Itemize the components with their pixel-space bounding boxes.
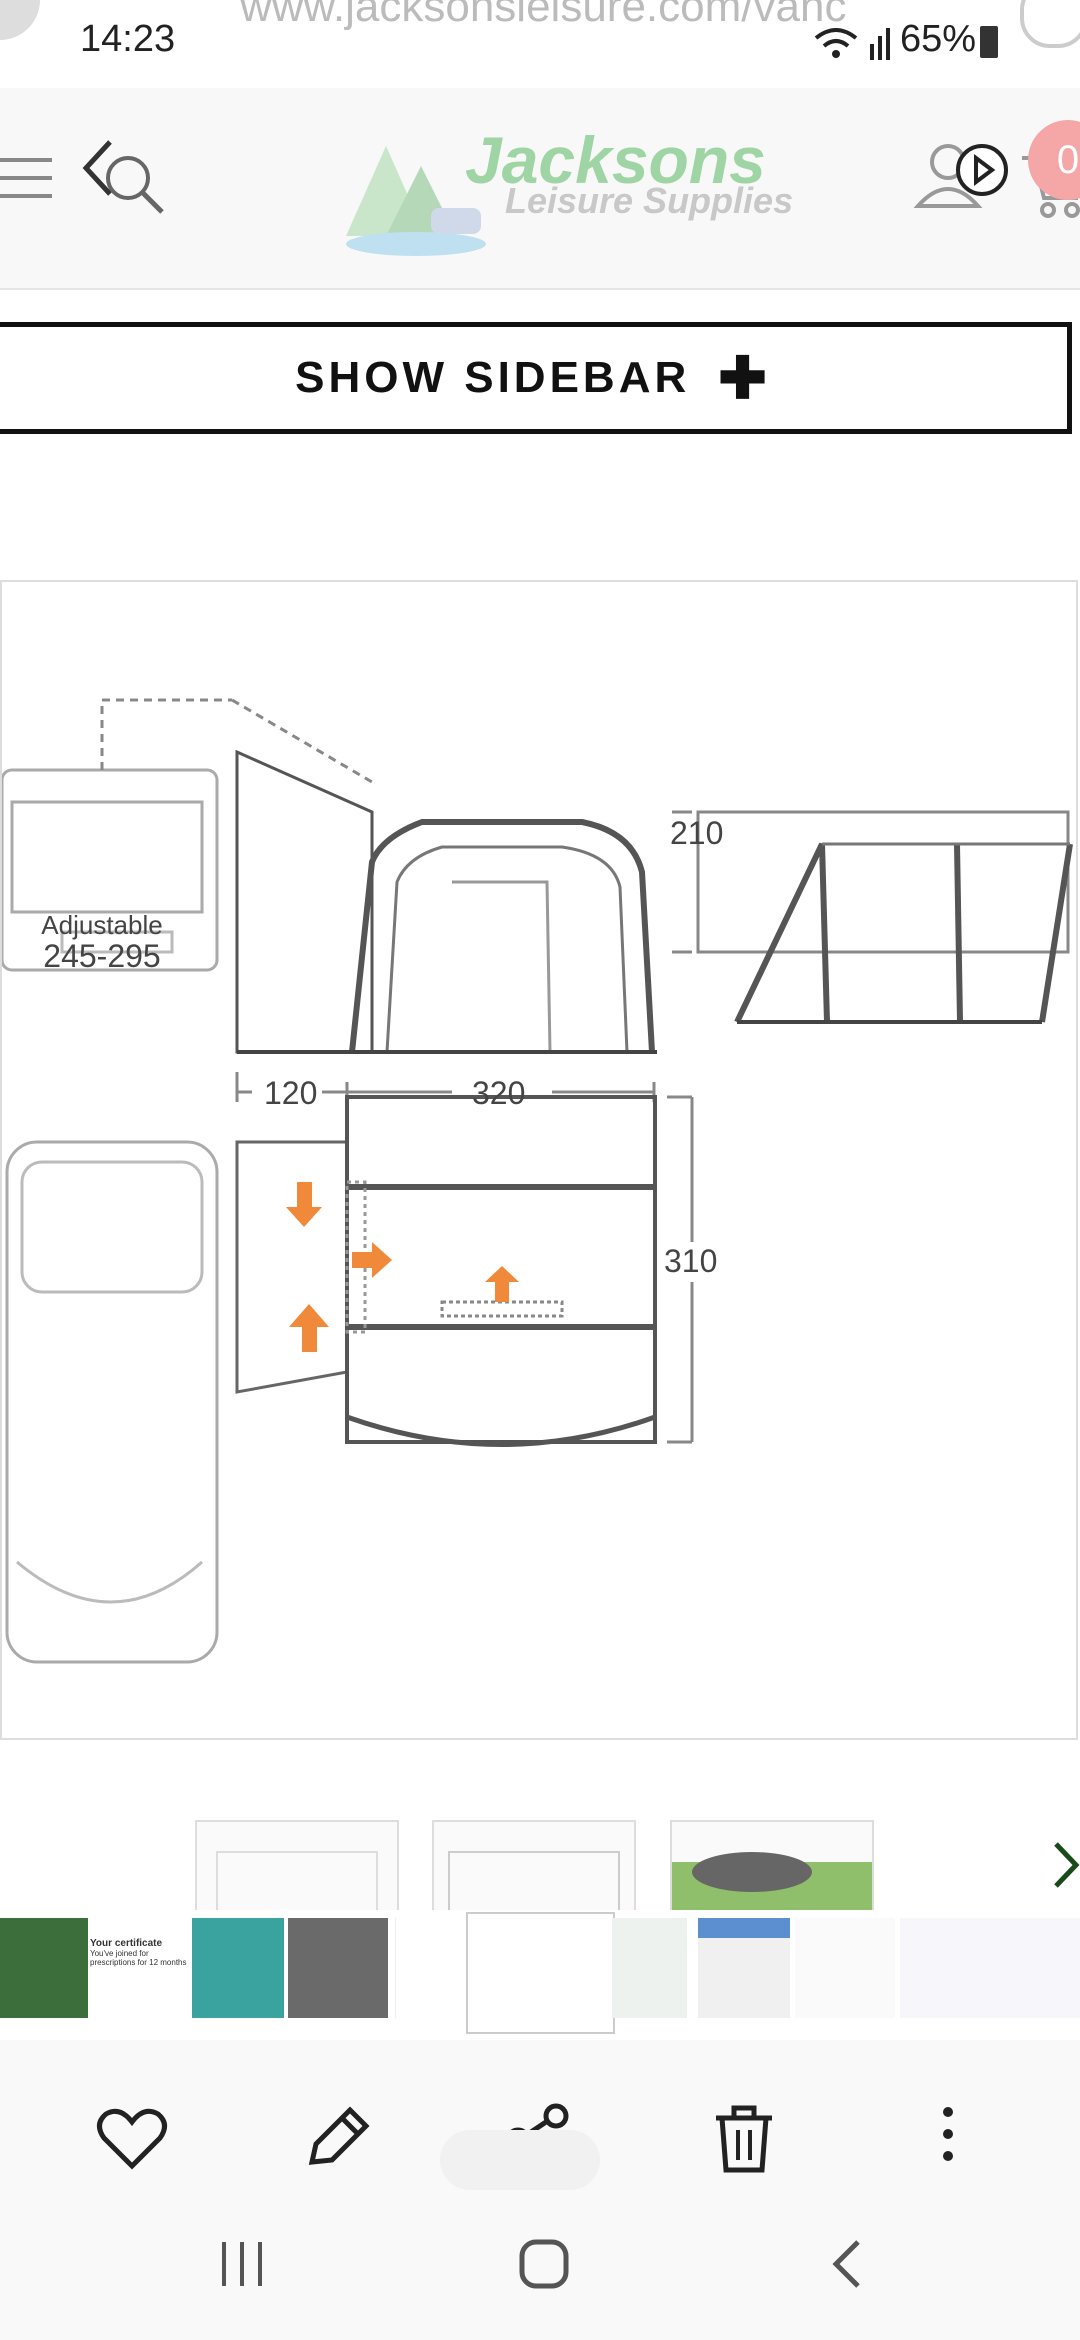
play-overlay-icon[interactable] [952, 140, 1012, 200]
pencil-icon[interactable] [296, 2100, 376, 2180]
menu-icon[interactable] [0, 154, 60, 204]
brand-name[interactable]: Jacksons [465, 123, 766, 197]
status-bar: 14:23 www.jacksonsleisure.com/vanc 65% [0, 0, 1080, 88]
site-header: Jacksons Leisure Supplies 0 [0, 88, 1080, 290]
gallery-item-text: You've joined for prescriptions for 12 m… [90, 1949, 187, 1967]
address-bar-url[interactable]: www.jacksonsleisure.com/vanc [240, 0, 847, 31]
gallery-item-selected[interactable] [466, 1912, 615, 2034]
thumbnail-next-icon[interactable] [1050, 1840, 1080, 1890]
search-icon[interactable] [100, 150, 170, 220]
product-thumbnail[interactable] [432, 1820, 636, 1914]
page-indicator-pill [440, 2130, 600, 2190]
product-image[interactable]: Adjustable 245-295 210 120 320 310 [0, 580, 1078, 1740]
gallery-item[interactable] [192, 1918, 284, 2018]
back-icon[interactable] [828, 2238, 868, 2292]
more-icon[interactable] [910, 2100, 990, 2180]
gallery-strip: Your certificate You've joined for presc… [0, 1910, 1080, 2040]
airflow-arrows [286, 1182, 519, 1352]
gallery-item[interactable] [900, 1918, 1080, 2018]
cart-count-badge[interactable]: 0 [1028, 120, 1080, 200]
trash-icon[interactable] [704, 2100, 784, 2180]
gallery-item-heading: Your certificate [90, 1938, 163, 1949]
gallery-item[interactable] [288, 1918, 388, 2018]
tab-indicator [0, 0, 40, 40]
gallery-item[interactable] [0, 1918, 88, 2018]
show-sidebar-label: SHOW SIDEBAR [295, 353, 691, 402]
wifi-signal-icon [814, 28, 890, 60]
battery-percent: 65% [900, 18, 977, 60]
van-label-adjustable: Adjustable [41, 910, 162, 940]
recent-apps-icon[interactable] [218, 2240, 268, 2290]
heart-icon[interactable] [92, 2100, 172, 2180]
dim-height: 210 [670, 815, 723, 851]
gallery-item[interactable] [395, 1918, 466, 2018]
logo-mountain-icon [346, 146, 486, 256]
status-time: 14:23 [80, 18, 176, 60]
brand-tagline: Leisure Supplies [505, 180, 794, 221]
gallery-item[interactable]: Your certificate You've joined for presc… [90, 1918, 190, 2018]
gallery-item[interactable] [795, 1918, 895, 2018]
product-thumbnail[interactable] [195, 1820, 399, 1914]
battery-icon [980, 26, 998, 58]
dim-width-main: 320 [472, 1075, 525, 1111]
dim-depth: 310 [664, 1243, 717, 1279]
system-nav-bar [0, 2220, 1080, 2340]
plus-icon: ✚ [718, 346, 771, 411]
van-label-range: 245-295 [43, 938, 160, 974]
product-thumbnail[interactable] [670, 1820, 874, 1914]
image-actions-bar [0, 2040, 1080, 2220]
show-sidebar-button[interactable]: SHOW SIDEBAR ✚ [0, 322, 1072, 434]
gallery-item[interactable] [698, 1918, 790, 2018]
gallery-item[interactable] [612, 1918, 687, 2018]
awning-diagram: Adjustable 245-295 210 120 320 310 [2, 698, 1073, 1664]
back-chevron-icon[interactable] [80, 138, 120, 198]
tab-switch-icon[interactable] [1020, 0, 1080, 48]
dim-width-left: 120 [264, 1075, 317, 1111]
home-icon[interactable] [518, 2238, 572, 2292]
